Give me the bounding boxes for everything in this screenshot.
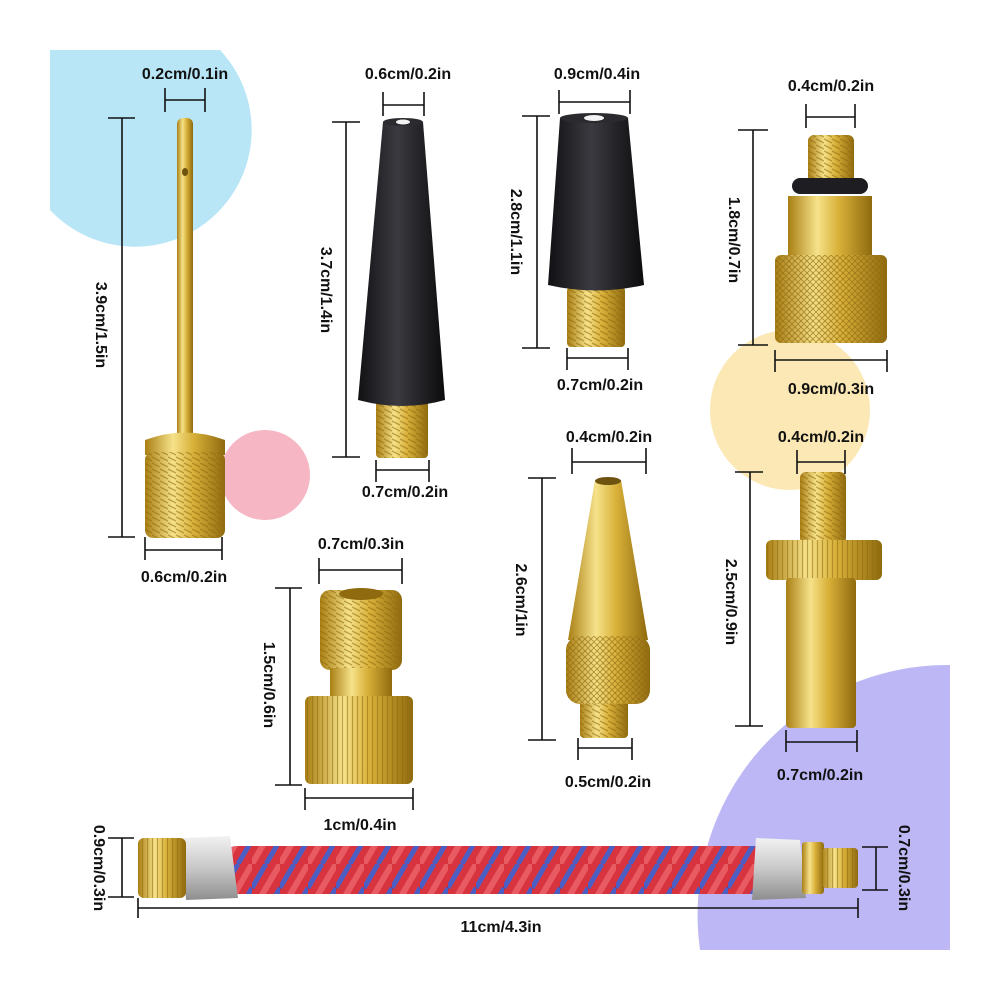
needle-dimension-lines — [108, 88, 223, 560]
brass-cone-thread-width-label: 0.5cm/0.2in — [564, 774, 652, 791]
o-ring-base-width-label: 0.9cm/0.3in — [787, 381, 875, 398]
long-cone-height-label: 3.7cm/1.4in — [317, 246, 334, 334]
background-bubble-yellow — [710, 330, 870, 490]
hose-left-end-label: 0.9cm/0.3in — [90, 824, 107, 912]
long-cone-top-width-label: 0.6cm/0.2in — [364, 66, 452, 83]
short-rubber-cone-adapter — [548, 113, 644, 347]
o-ring-dimension-lines — [738, 104, 888, 372]
inflation-needle — [145, 118, 225, 538]
brass-cone-dimension-lines — [528, 448, 647, 760]
short-cone-dimension-lines — [522, 90, 631, 370]
o-ring-height-label: 1.8cm/0.7in — [725, 196, 742, 284]
brass-cone-height-label: 2.6cm/1in — [512, 563, 529, 637]
presta-valve-adapter — [305, 588, 413, 784]
hose-right-end-label: 0.7cm/0.3in — [895, 824, 912, 912]
background-bubble-blue — [50, 50, 252, 247]
long-cone-thread-width-label: 0.7cm/0.2in — [361, 484, 449, 501]
presta-adapter-base-width-label: 1cm/0.4in — [323, 817, 397, 834]
long-sleeve-base-width-label: 0.7cm/0.2in — [776, 767, 864, 784]
short-cone-top-width-label: 0.9cm/0.4in — [553, 66, 641, 83]
long-sleeve-height-label: 2.5cm/0.9in — [722, 558, 739, 646]
o-ring-valve-adapter — [775, 135, 887, 343]
needle-tip-width-label: 0.2cm/0.1in — [141, 66, 229, 83]
presta-adapter-height-label: 1.5cm/0.6in — [260, 641, 277, 729]
background-bubble-pink — [220, 430, 310, 520]
short-cone-height-label: 2.8cm/1.1in — [507, 188, 524, 276]
long-cone-dimension-lines — [332, 92, 430, 482]
long-rubber-cone-adapter — [358, 118, 445, 458]
presta-adapter-top-width-label: 0.7cm/0.3in — [317, 536, 405, 553]
long-sleeve-dimension-lines — [735, 450, 858, 752]
extension-hose — [138, 836, 858, 900]
long-sleeve-top-width-label: 0.4cm/0.2in — [777, 429, 865, 446]
presta-adapter-dimension-lines — [275, 558, 414, 810]
brass-cone-top-width-label: 0.4cm/0.2in — [565, 429, 653, 446]
o-ring-top-width-label: 0.4cm/0.2in — [787, 78, 875, 95]
short-cone-thread-width-label: 0.7cm/0.2in — [556, 377, 644, 394]
needle-height-label: 3.9cm/1.5in — [92, 281, 109, 369]
long-sleeve-adapter — [766, 472, 882, 728]
hose-dimension-lines — [108, 837, 888, 918]
brass-cone-adapter — [566, 477, 650, 738]
needle-base-width-label: 0.6cm/0.2in — [140, 569, 228, 586]
hose-length-label: 11cm/4.3in — [460, 919, 542, 936]
